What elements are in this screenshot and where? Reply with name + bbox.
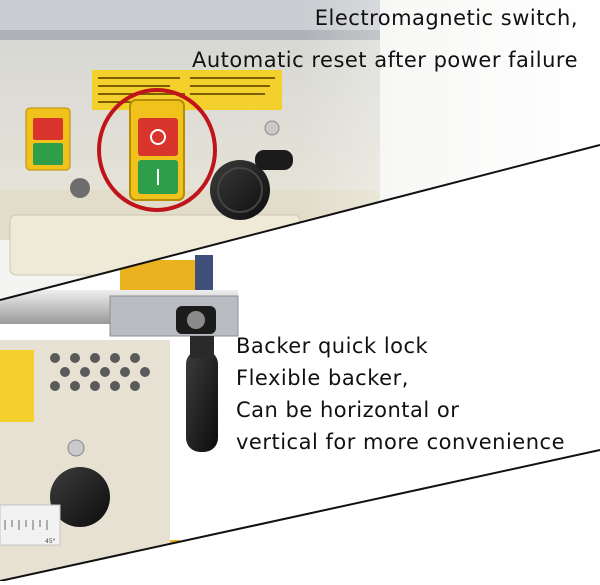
divider-top (0, 144, 600, 301)
backer-caption-line: Backer quick lock (236, 334, 429, 358)
divider-bottom (0, 449, 600, 582)
main-switch (129, 99, 185, 201)
switch-caption-line-1: Electromagnetic switch, (314, 6, 578, 30)
stop-button-icon (138, 118, 178, 156)
backer-caption-line: Can be horizontal or (236, 398, 460, 422)
backer-caption-line: Flexible backer, (236, 366, 409, 390)
scale-label: 45° (45, 538, 56, 545)
backer-caption: Backer quick lock Flexible backer, Can b… (236, 330, 565, 458)
switch-caption-line-2: Automatic reset after power failure (191, 48, 578, 72)
backer-caption-line: vertical for more convenience (236, 430, 565, 454)
small-switch (25, 107, 71, 171)
warning-label (92, 70, 282, 110)
knob-icon (50, 467, 110, 527)
lock-handle-icon (176, 306, 218, 452)
highlight-circle (97, 88, 217, 212)
knob-icon (210, 150, 293, 220)
vent-holes (50, 353, 150, 391)
